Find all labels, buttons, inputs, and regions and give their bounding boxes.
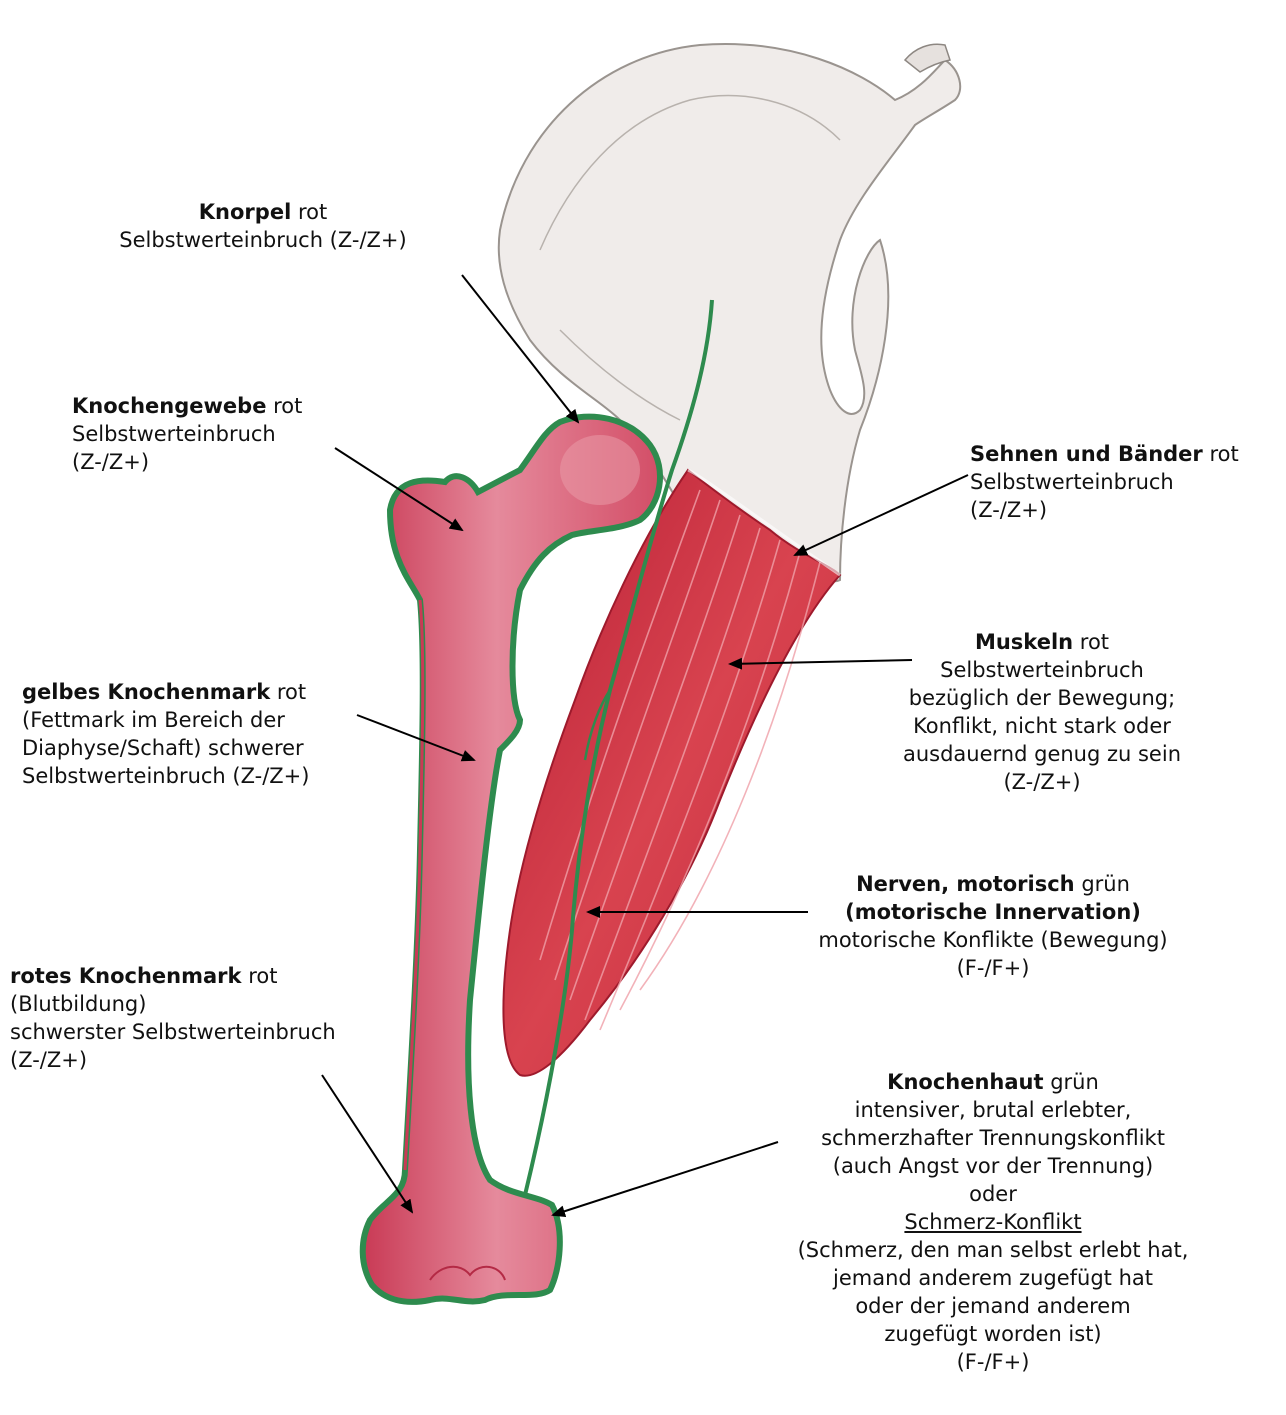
label-knochengewebe-code: (Z-/Z+) — [72, 448, 302, 476]
label-knochenhaut-text1: intensiver, brutal erlebter, — [772, 1096, 1214, 1124]
label-knochenhaut-code: (F-/F+) — [772, 1348, 1214, 1376]
label-gelbes-text1: (Fettmark im Bereich der — [22, 706, 309, 734]
label-knorpel-color: rot — [298, 200, 327, 224]
label-muskeln-text4: ausdauernd genug zu sein — [868, 740, 1216, 768]
label-nerven: Nerven, motorisch grün (motorische Inner… — [788, 870, 1198, 982]
label-nerven-title: Nerven, motorisch — [856, 872, 1075, 896]
label-sehnen-code: (Z-/Z+) — [970, 496, 1239, 524]
muscle — [503, 470, 840, 1076]
label-sehnen-color: rot — [1209, 442, 1238, 466]
label-knochenhaut-text5: jemand anderem zugefügt hat — [772, 1264, 1214, 1292]
label-rotes-color: rot — [248, 964, 277, 988]
label-nerven-innervation: (motorische Innervation) — [845, 900, 1141, 924]
label-sehnen-text: Selbstwerteinbruch — [970, 468, 1239, 496]
label-rotes-code: (Z-/Z+) — [10, 1046, 336, 1074]
label-muskeln-text2: bezüglich der Bewegung; — [868, 684, 1216, 712]
arrow-rotes — [322, 1075, 412, 1212]
label-rotes-text1: (Blutbildung) — [10, 990, 336, 1018]
arrow-knochenhaut — [553, 1142, 778, 1215]
label-knochenhaut-oder: oder — [772, 1180, 1214, 1208]
label-knochenhaut-text2: schmerzhafter Trennungskonflikt — [772, 1124, 1214, 1152]
label-knochenhaut-text4: (Schmerz, den man selbst erlebt hat, — [772, 1236, 1214, 1264]
label-knochenhaut-text3: (auch Angst vor der Trennung) — [772, 1152, 1214, 1180]
label-gelbes-color: rot — [277, 680, 306, 704]
label-muskeln-text3: Konflikt, nicht stark oder — [868, 712, 1216, 740]
label-knorpel-title: Knorpel — [199, 200, 291, 224]
label-sehnen: Sehnen und Bänder rot Selbstwerteinbruch… — [970, 440, 1239, 524]
label-knochenhaut-color: grün — [1050, 1070, 1099, 1094]
label-knochengewebe: Knochengewebe rot Selbstwerteinbruch (Z-… — [72, 392, 302, 476]
label-knochengewebe-color: rot — [273, 394, 302, 418]
label-gelbes-title: gelbes Knochenmark — [22, 680, 270, 704]
label-knochengewebe-text: Selbstwerteinbruch — [72, 420, 302, 448]
label-knochenhaut-text6: oder der jemand anderem — [772, 1292, 1214, 1320]
label-knochengewebe-title: Knochengewebe — [72, 394, 266, 418]
label-rotes-title: rotes Knochenmark — [10, 964, 242, 988]
label-muskeln-title: Muskeln — [975, 630, 1073, 654]
label-knorpel-text: Selbstwerteinbruch (Z-/Z+) — [102, 226, 424, 254]
label-gelbes-text3: Selbstwerteinbruch (Z-/Z+) — [22, 762, 309, 790]
label-gelbes-text2: Diaphyse/Schaft) schwerer — [22, 734, 309, 762]
label-knorpel: Knorpel rot Selbstwerteinbruch (Z-/Z+) — [102, 198, 424, 254]
label-gelbes-knochenmark: gelbes Knochenmark rot (Fettmark im Bere… — [22, 678, 309, 790]
label-muskeln-text1: Selbstwerteinbruch — [868, 656, 1216, 684]
label-muskeln-code: (Z-/Z+) — [868, 768, 1216, 796]
label-knochenhaut: Knochenhaut grün intensiver, brutal erle… — [772, 1068, 1214, 1376]
label-rotes-text2: schwerster Selbstwerteinbruch — [10, 1018, 336, 1046]
label-muskeln-color: rot — [1080, 630, 1109, 654]
label-nerven-text: motorische Konflikte (Bewegung) — [788, 926, 1198, 954]
label-sehnen-title: Sehnen und Bänder — [970, 442, 1203, 466]
label-knochenhaut-title: Knochenhaut — [887, 1070, 1043, 1094]
label-muskeln: Muskeln rot Selbstwerteinbruch bezüglich… — [868, 628, 1216, 796]
label-nerven-code: (F-/F+) — [788, 954, 1198, 982]
label-knochenhaut-text7: zugefügt worden ist) — [772, 1320, 1214, 1348]
label-knochenhaut-schmerz: Schmerz-Konflikt — [772, 1208, 1214, 1236]
label-nerven-color: grün — [1081, 872, 1130, 896]
label-rotes-knochenmark: rotes Knochenmark rot (Blutbildung) schw… — [10, 962, 336, 1074]
